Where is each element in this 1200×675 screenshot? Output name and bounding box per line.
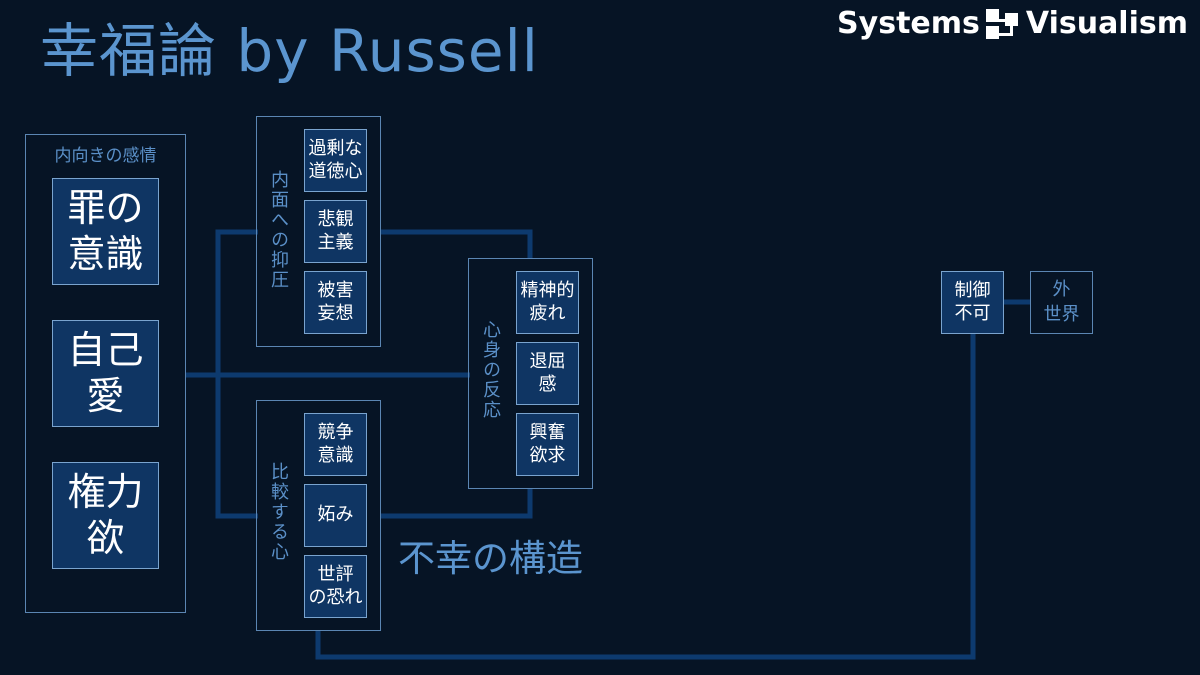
boredom-text: 退屈 感 — [529, 351, 566, 395]
guilt-box: 罪の 意識 — [52, 178, 159, 285]
competition-box: 競争 意識 — [304, 413, 367, 476]
brand-logo: Systems Visualism — [837, 6, 1188, 41]
comparison-frame — [256, 400, 381, 631]
excess-morality-text: 過剰な 道徳心 — [308, 138, 363, 182]
self-love-text: 自己 愛 — [67, 327, 144, 418]
inner-emotions-frame: 内向きの感情 — [25, 134, 186, 613]
structure-label: 不幸の構造 — [398, 537, 583, 580]
uncontrollable-text: 制御 不可 — [954, 280, 991, 324]
connector-comparison-to-reaction — [380, 488, 533, 519]
excitement-text: 興奮 欲求 — [529, 422, 566, 466]
fear-of-opinion-text: 世評 の恐れ — [308, 564, 363, 608]
envy-box: 妬み — [304, 484, 367, 547]
inner-emotions-label: 内向きの感情 — [54, 146, 157, 166]
brand-right: Visualism — [1025, 6, 1188, 41]
power-desire-text: 権力 欲 — [67, 469, 144, 560]
uncontrollable-box: 制御 不可 — [941, 271, 1004, 334]
outside-world-box: 外 世界 — [1030, 271, 1093, 334]
fear-of-opinion-box: 世評 の恐れ — [304, 555, 367, 618]
pessimism-text: 悲観 主義 — [317, 209, 354, 253]
repression-label: 内面への抑圧 — [268, 170, 289, 290]
connector-repression-to-reaction — [380, 229, 533, 259]
excitement-box: 興奮 欲求 — [516, 413, 579, 476]
connector-to-comparison — [215, 375, 258, 519]
self-love-box: 自己 愛 — [52, 320, 159, 427]
repression-frame — [256, 116, 381, 347]
guilt-text: 罪の 意識 — [67, 185, 144, 276]
connector-fear-to-uncontrollable — [315, 333, 976, 660]
persecution-box: 被害 妄想 — [304, 271, 367, 334]
persecution-text: 被害 妄想 — [317, 280, 354, 324]
competition-text: 競争 意識 — [317, 422, 354, 466]
reaction-frame — [468, 258, 593, 489]
outside-world-text: 外 世界 — [1043, 279, 1080, 325]
page-title: 幸福論 by Russell — [40, 17, 539, 85]
systems-visualism-icon — [985, 8, 1020, 39]
brand-left: Systems — [837, 6, 980, 41]
reaction-label: 心身の反応 — [480, 320, 501, 420]
mental-fatigue-text: 精神的 疲れ — [520, 280, 575, 324]
mental-fatigue-box: 精神的 疲れ — [516, 271, 579, 334]
excess-morality-box: 過剰な 道徳心 — [304, 129, 367, 192]
envy-text: 妬み — [317, 504, 354, 526]
connector-to-repression — [215, 229, 258, 375]
power-desire-box: 権力 欲 — [52, 462, 159, 569]
boredom-box: 退屈 感 — [516, 342, 579, 405]
comparison-label: 比較する心 — [268, 462, 289, 562]
pessimism-box: 悲観 主義 — [304, 200, 367, 263]
